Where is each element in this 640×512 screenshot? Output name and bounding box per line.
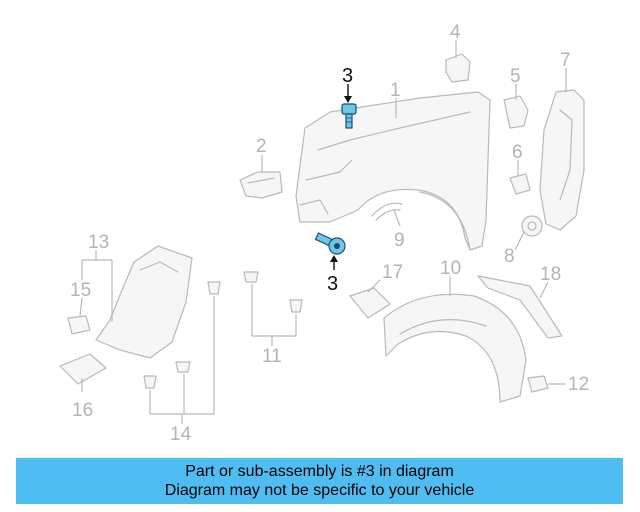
callout-5: 5 [510,66,521,87]
part-fasteners-14 [143,281,221,389]
callout-17: 17 [382,262,403,283]
part-module-16 [59,353,107,385]
callout-3-bottom: 3 [327,273,338,295]
callout-9: 9 [394,230,405,251]
part-clip-15 [67,315,91,335]
callout-8: 8 [504,246,515,267]
part-bracket-2 [239,171,283,199]
callout-7: 7 [560,50,571,71]
part-bracket-5 [503,95,529,129]
callout-18: 18 [540,264,561,285]
callout-11: 11 [262,346,282,367]
banner-line-1: Part or sub-assembly is #3 in diagram [185,463,454,480]
callout-3-top: 3 [342,65,353,87]
info-banner: Part or sub-assembly is #3 in diagram Di… [16,458,623,504]
callout-15: 15 [70,280,91,301]
part-liner-13 [95,245,193,359]
part-module-17 [349,287,391,319]
callout-arrow-3-bottom [330,255,338,270]
part-fender [295,91,491,251]
part-clip-12 [527,375,549,393]
part-nut-8 [521,215,543,237]
callout-4: 4 [450,22,461,43]
callout-1: 1 [390,80,401,101]
callout-16: 16 [72,400,93,421]
callout-12: 12 [568,374,589,395]
callout-10: 10 [440,258,461,279]
callout-2: 2 [256,136,267,157]
part-bracket-4 [445,53,471,83]
callout-13: 13 [88,232,109,253]
callout-14: 14 [170,424,192,445]
part-seal-9 [371,202,403,221]
highlighted-bolt-bottom [314,232,346,255]
callout-arrow-3-top [344,84,352,103]
part-liner-10 [383,293,527,403]
callout-6: 6 [512,142,523,163]
part-splash-panel-7 [539,89,585,231]
part-trim-18 [477,275,563,339]
highlighted-bolt-top [341,103,357,129]
parts-diagram: 1 2 3 3 4 5 6 7 8 9 10 11 12 13 14 15 16… [59,22,589,445]
leader-lines [79,40,567,424]
banner-line-2: Diagram may not be specific to your vehi… [164,482,475,499]
part-clip-6 [509,173,531,195]
part-fasteners-11 [243,271,303,313]
